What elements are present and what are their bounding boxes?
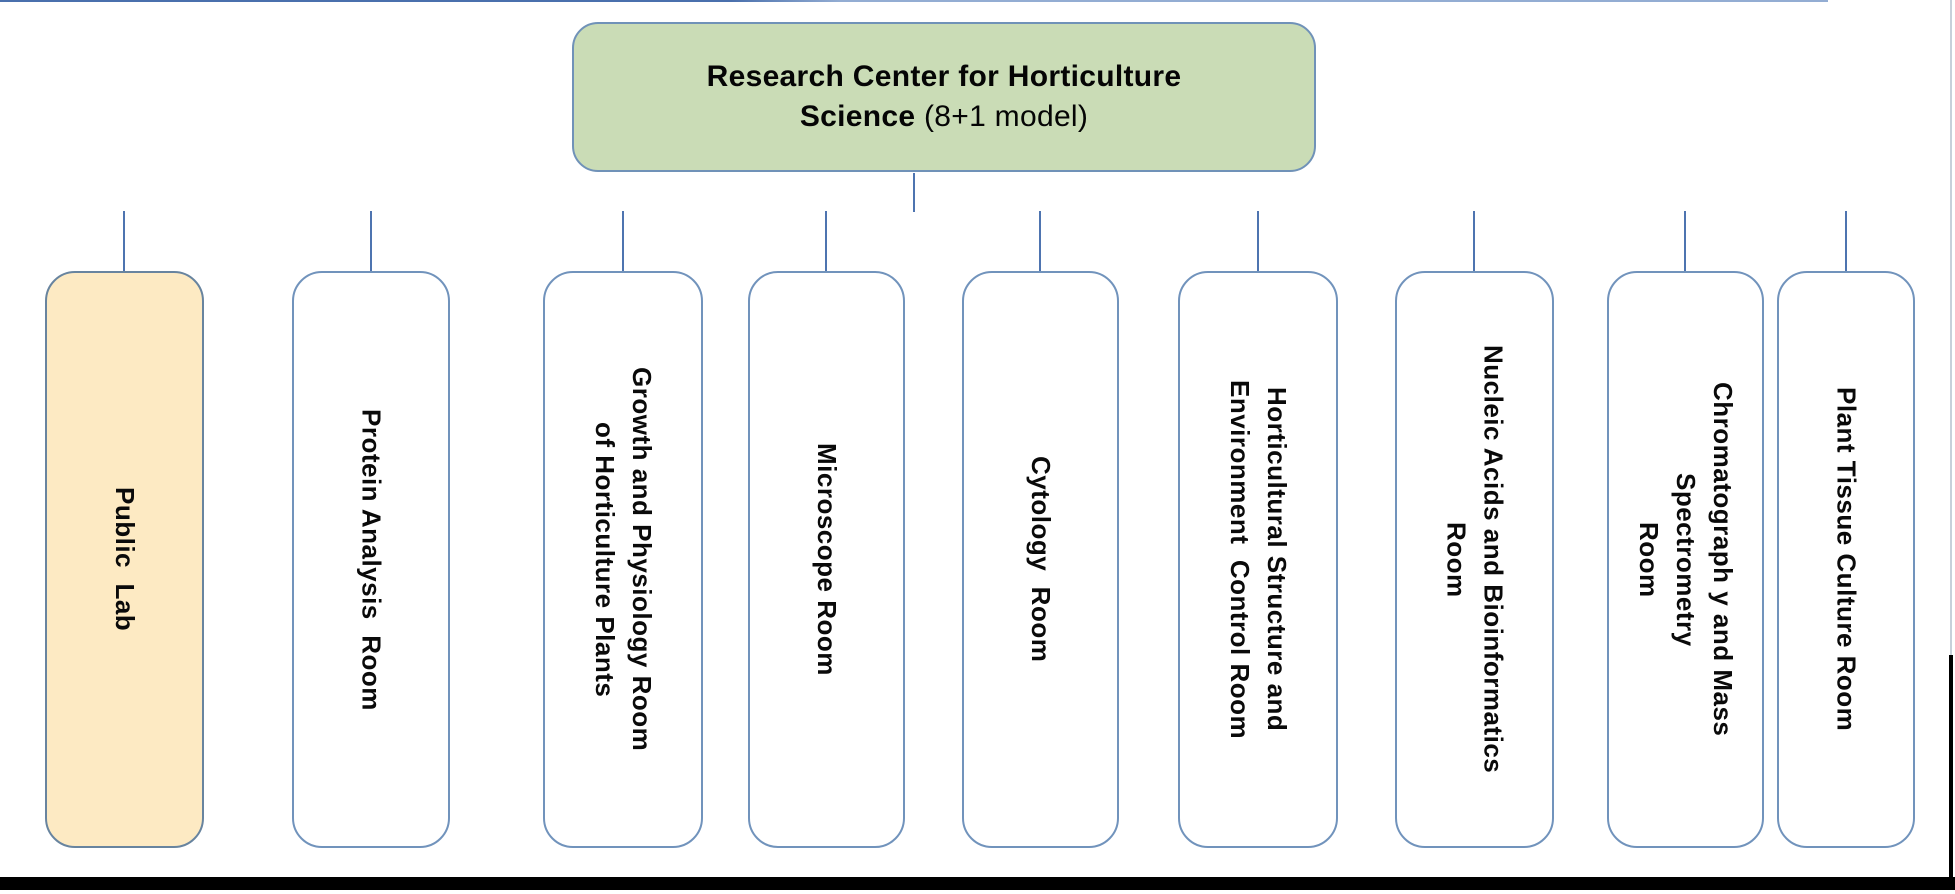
org-node-label: Public Lab [110, 487, 140, 632]
org-node-chromatography-room: Chromatograph y and Mass Spectrometry Ro… [1607, 271, 1764, 848]
connector-drop-5 [1039, 211, 1041, 272]
page-bottom-rule [0, 877, 1955, 890]
org-node-label: Microscope Room [812, 443, 842, 676]
org-node-growth-physiology-room: Growth and Physiology Room of Horticultu… [543, 271, 703, 848]
connector-drop-3 [622, 211, 624, 272]
connector-drop-8 [1684, 211, 1686, 272]
connector-drop-1 [123, 211, 125, 272]
org-node-plant-tissue-culture-room: Plant Tissue Culture Room [1777, 271, 1915, 848]
org-root-title-line2: Science (8+1 model) [800, 97, 1088, 137]
org-node-label: Plant Tissue Culture Room [1831, 387, 1862, 732]
org-node-label: Growth and Physiology Room of Horticultu… [590, 367, 657, 752]
org-node-nucleic-acids-room: Nucleic Acids and Bioinformatics Room [1395, 271, 1554, 848]
org-node-label: Horticultural Structure and Environment … [1225, 379, 1292, 740]
page-right-edge [1950, 0, 1952, 658]
connector-drop-2 [370, 211, 372, 272]
connector-horizontal-bus [0, 0, 1828, 2]
connector-drop-4 [825, 211, 827, 272]
org-node-microscope-room: Microscope Room [748, 271, 905, 848]
org-root-title-bold2: Science [799, 100, 916, 133]
connector-drop-7 [1473, 211, 1475, 272]
org-root-node: Research Center for Horticulture Science… [572, 22, 1316, 172]
org-node-label: Cytology Room [1026, 456, 1056, 663]
org-node-horticultural-structure-room: Horticultural Structure and Environment … [1178, 271, 1338, 848]
org-node-protein-analysis-room: Protein Analysis Room [292, 271, 450, 848]
org-root-title-bold: Research Center for Horticulture [706, 60, 1182, 93]
org-root-title-line1: Research Center for Horticulture [707, 57, 1182, 97]
connector-root-stub [913, 173, 915, 212]
org-node-label: Chromatograph y and Mass Spectrometry Ro… [1634, 382, 1738, 737]
org-root-title-normal: (8+1 model) [923, 100, 1089, 133]
org-node-cytology-room: Cytology Room [962, 271, 1119, 848]
org-node-label: Nucleic Acids and Bioinformatics Room [1441, 345, 1509, 774]
org-node-label: Protein Analysis Room [356, 408, 387, 711]
connector-drop-6 [1257, 211, 1259, 272]
org-node-public-lab: Public Lab [45, 271, 204, 848]
page-right-edge-dark [1949, 655, 1953, 890]
connector-drop-9 [1845, 211, 1847, 272]
